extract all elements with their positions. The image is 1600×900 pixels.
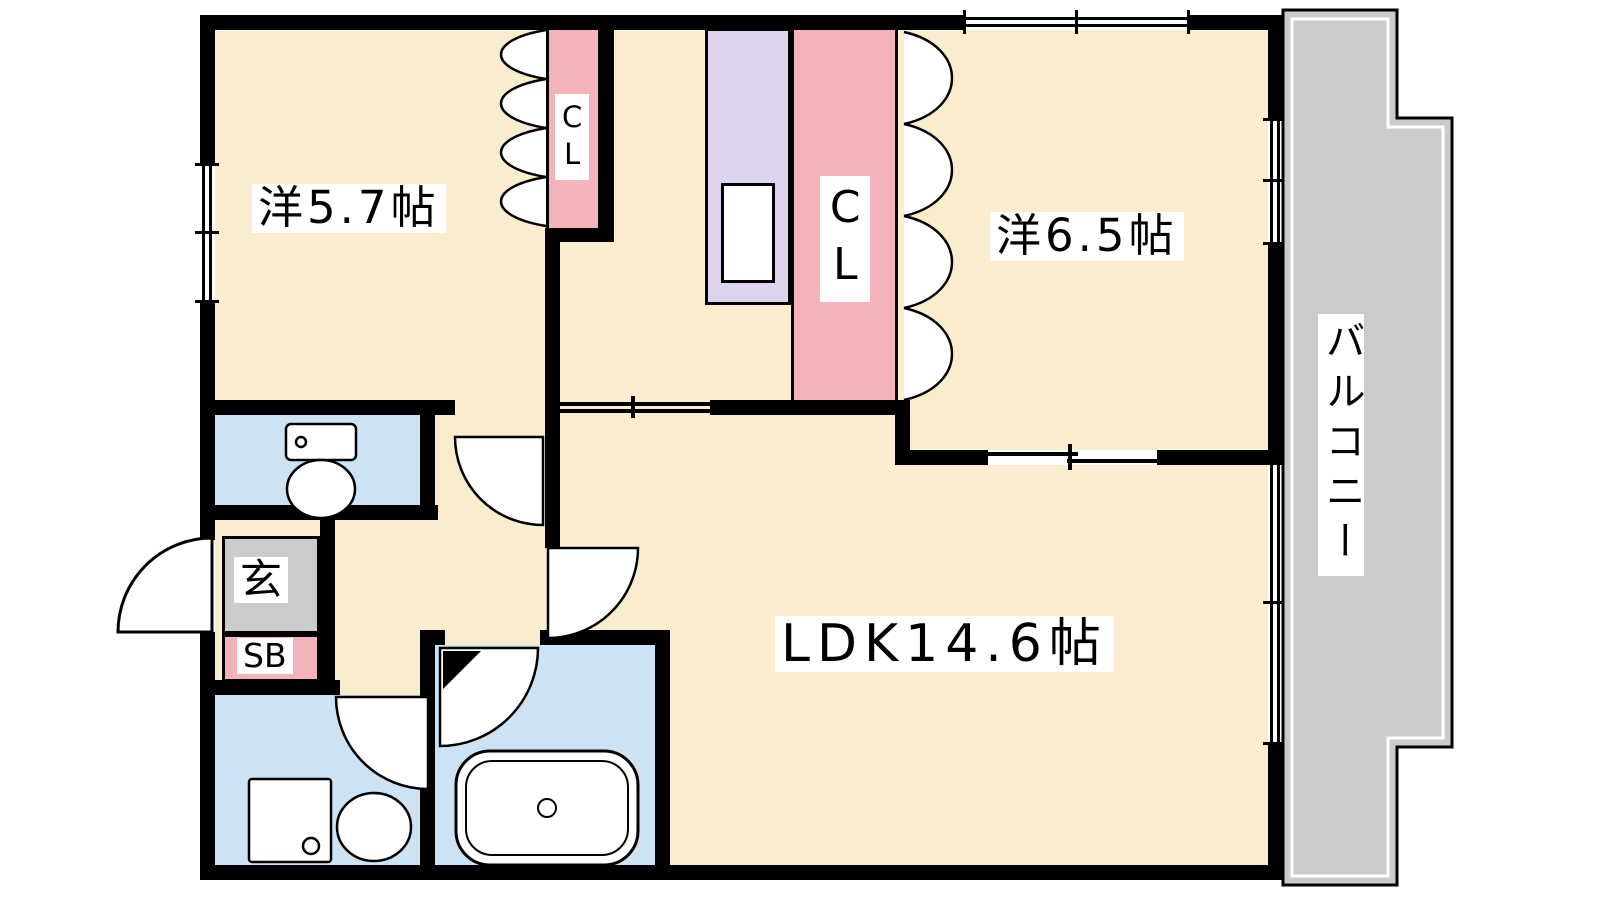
window-tick bbox=[195, 300, 219, 303]
balcony-label: バルコニー bbox=[1318, 314, 1365, 576]
wall-bathroom-top-left bbox=[420, 630, 445, 645]
ldk-label: LDK14.6帖 bbox=[775, 616, 1114, 673]
bedroom2-label: 洋6.5帖 bbox=[990, 212, 1184, 261]
bedroom1-label: 洋5.7帖 bbox=[252, 184, 446, 233]
window-tick bbox=[1263, 601, 1287, 604]
wall-bathroom-right bbox=[655, 630, 670, 865]
sliding-door-bedroom2 bbox=[1067, 459, 1157, 463]
wall-washroom-top bbox=[200, 680, 340, 695]
window-tick bbox=[1263, 118, 1287, 121]
kitchen-sink-icon bbox=[721, 183, 775, 283]
window-tick bbox=[195, 231, 219, 234]
window-tick bbox=[1263, 742, 1287, 745]
window-tick bbox=[1075, 10, 1078, 34]
wall-bedroom1-right bbox=[545, 228, 560, 548]
window-tick bbox=[1263, 242, 1287, 245]
window-tick bbox=[1263, 179, 1287, 182]
entrance-label: 玄 bbox=[234, 557, 289, 603]
window-tick bbox=[963, 10, 966, 34]
washroom-area bbox=[215, 695, 420, 865]
wall-washroom-right bbox=[420, 630, 435, 865]
closet1-label: CL bbox=[555, 94, 590, 180]
wall-bottom bbox=[200, 865, 1283, 880]
wall-left bbox=[200, 15, 215, 880]
wall-closet1-right bbox=[598, 15, 614, 242]
front-door-icon bbox=[116, 536, 214, 634]
wall-bathroom-top-right bbox=[540, 630, 670, 645]
wall-hall-left bbox=[320, 520, 335, 695]
closet2-label: CL bbox=[820, 176, 871, 302]
bathroom-area bbox=[435, 645, 655, 865]
front-door-opening bbox=[200, 540, 215, 632]
balcony bbox=[1281, 8, 1454, 887]
wall-bedroom2-bottom-left bbox=[910, 450, 988, 465]
window-tick bbox=[195, 163, 219, 166]
wall-bedroom2-bottom-right bbox=[1157, 450, 1268, 465]
sliding-door-bedroom2 bbox=[988, 452, 1078, 456]
sliding-door-corridor bbox=[560, 402, 710, 406]
wall-corridor-ldk bbox=[710, 400, 910, 415]
sliding-door-corridor bbox=[560, 409, 710, 413]
sliding-door-tick bbox=[631, 396, 635, 418]
balcony-inner-line bbox=[1290, 17, 1445, 878]
wall-toilet-right bbox=[420, 400, 435, 520]
toilet-room bbox=[215, 415, 420, 507]
window-tick bbox=[1263, 462, 1287, 465]
window-tick bbox=[1187, 10, 1190, 34]
sliding-door-tick bbox=[1068, 444, 1072, 470]
wall-bedroom1-bottom bbox=[215, 400, 455, 415]
shoe-box-label: SB bbox=[237, 638, 293, 675]
wall-bedroom2-left bbox=[895, 400, 910, 465]
wall-toilet-bottom bbox=[200, 505, 438, 520]
wall-closet1-bottom bbox=[546, 228, 614, 242]
